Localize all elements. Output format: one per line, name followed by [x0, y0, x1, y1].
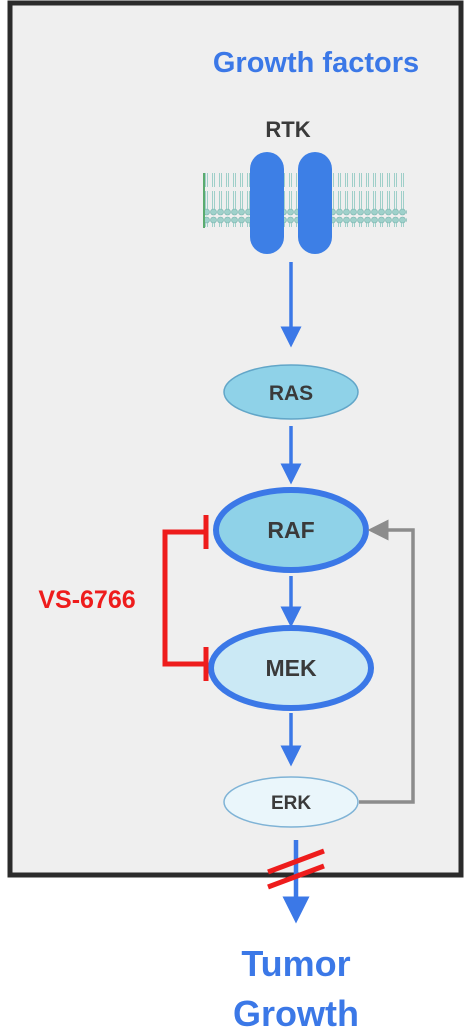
feedback-arrow-erk-to-raf [359, 519, 415, 804]
erk-node: ERK [223, 776, 359, 828]
mek-node: MEK [208, 625, 374, 711]
raf-label: RAF [267, 517, 314, 543]
receptor-icon [250, 152, 332, 254]
ras-label: RAS [269, 382, 313, 405]
raf-node: RAF [213, 487, 369, 573]
blocked-arrow-icon [267, 840, 325, 924]
rtk-label: RTK [265, 117, 310, 142]
erk-label: ERK [271, 793, 311, 814]
growth-factors-label: Growth factors [213, 47, 419, 79]
cell-boundary [7, 0, 464, 878]
growth-label: Growth [233, 993, 359, 1033]
drug-label: VS-6766 [38, 586, 135, 614]
ras-node: RAS [223, 364, 359, 420]
tumor-label: Tumor [241, 943, 350, 984]
inhibition-bracket-icon [162, 515, 209, 681]
mek-label: MEK [265, 655, 317, 681]
